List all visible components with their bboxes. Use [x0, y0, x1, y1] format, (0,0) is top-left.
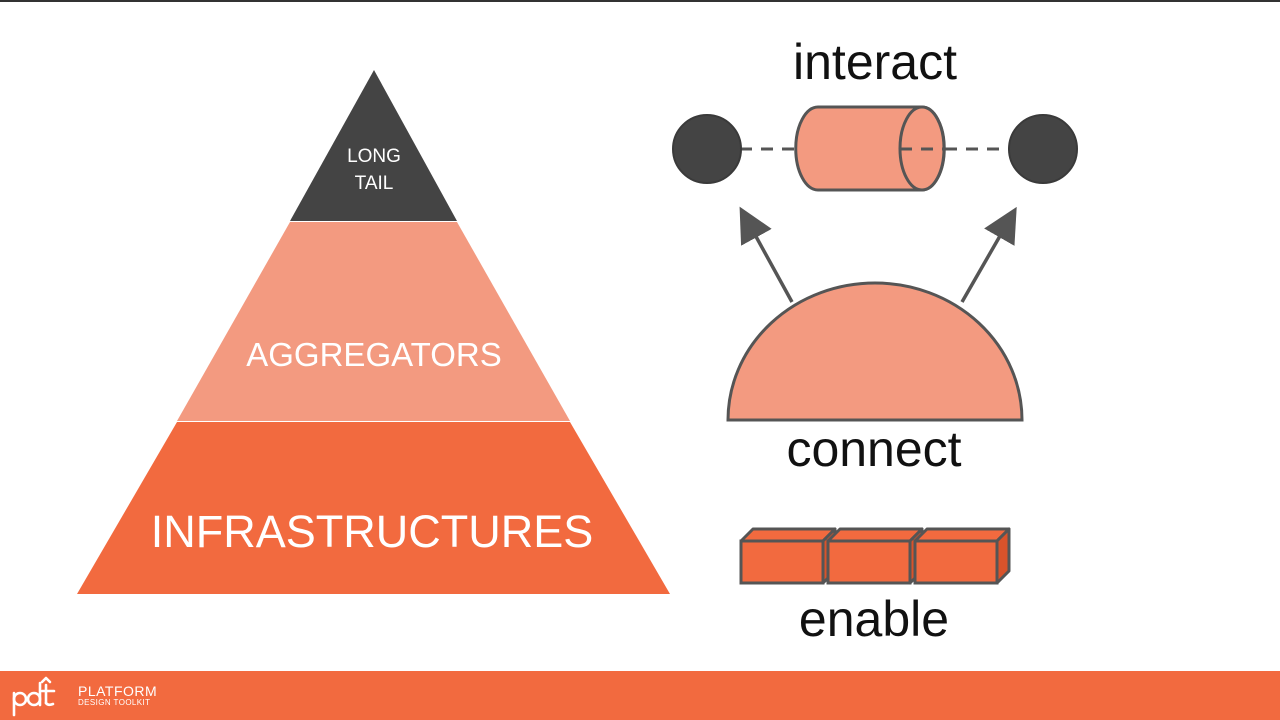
brand-wordmark: PLATFORM DESIGN TOOLKIT [78, 684, 157, 707]
pyramid-label-tail: TAIL [355, 173, 394, 194]
enable-group: enable [739, 527, 1011, 647]
pyramid-level-long-tail [290, 70, 457, 221]
connect-group: connect [726, 206, 1024, 477]
brick-2 [826, 527, 924, 585]
pyramid-level-aggregators [177, 222, 570, 421]
pyramid-label-infrastructures: INFRASTRUCTURES [151, 506, 594, 557]
node-left [672, 114, 742, 184]
arrow-left [739, 206, 794, 303]
top-rule [0, 0, 1280, 2]
brand-sub: DESIGN TOOLKIT [78, 698, 151, 707]
pdt-logo-icon [12, 676, 56, 717]
footer-bar: PLATFORM DESIGN TOOLKIT [0, 671, 1280, 720]
pyramid-level-infrastructures [77, 422, 670, 594]
arrow-right [960, 206, 1017, 303]
pipe-cylinder [794, 105, 946, 192]
node-right [1008, 114, 1078, 184]
brand-main: PLATFORM [78, 683, 158, 699]
enable-label: enable [799, 591, 949, 647]
pyramid: LONG TAIL AGGREGATORS INFRASTRUCTURES [77, 70, 670, 594]
interact-group: interact [672, 34, 1078, 192]
dome-shape [726, 281, 1024, 422]
connect-label: connect [786, 421, 961, 477]
interact-label: interact [793, 34, 957, 90]
brick-3 [913, 527, 1011, 585]
brick-1 [739, 527, 837, 585]
pyramid-label-aggregators: AGGREGATORS [246, 336, 502, 373]
pyramid-label-long: LONG [347, 146, 401, 167]
